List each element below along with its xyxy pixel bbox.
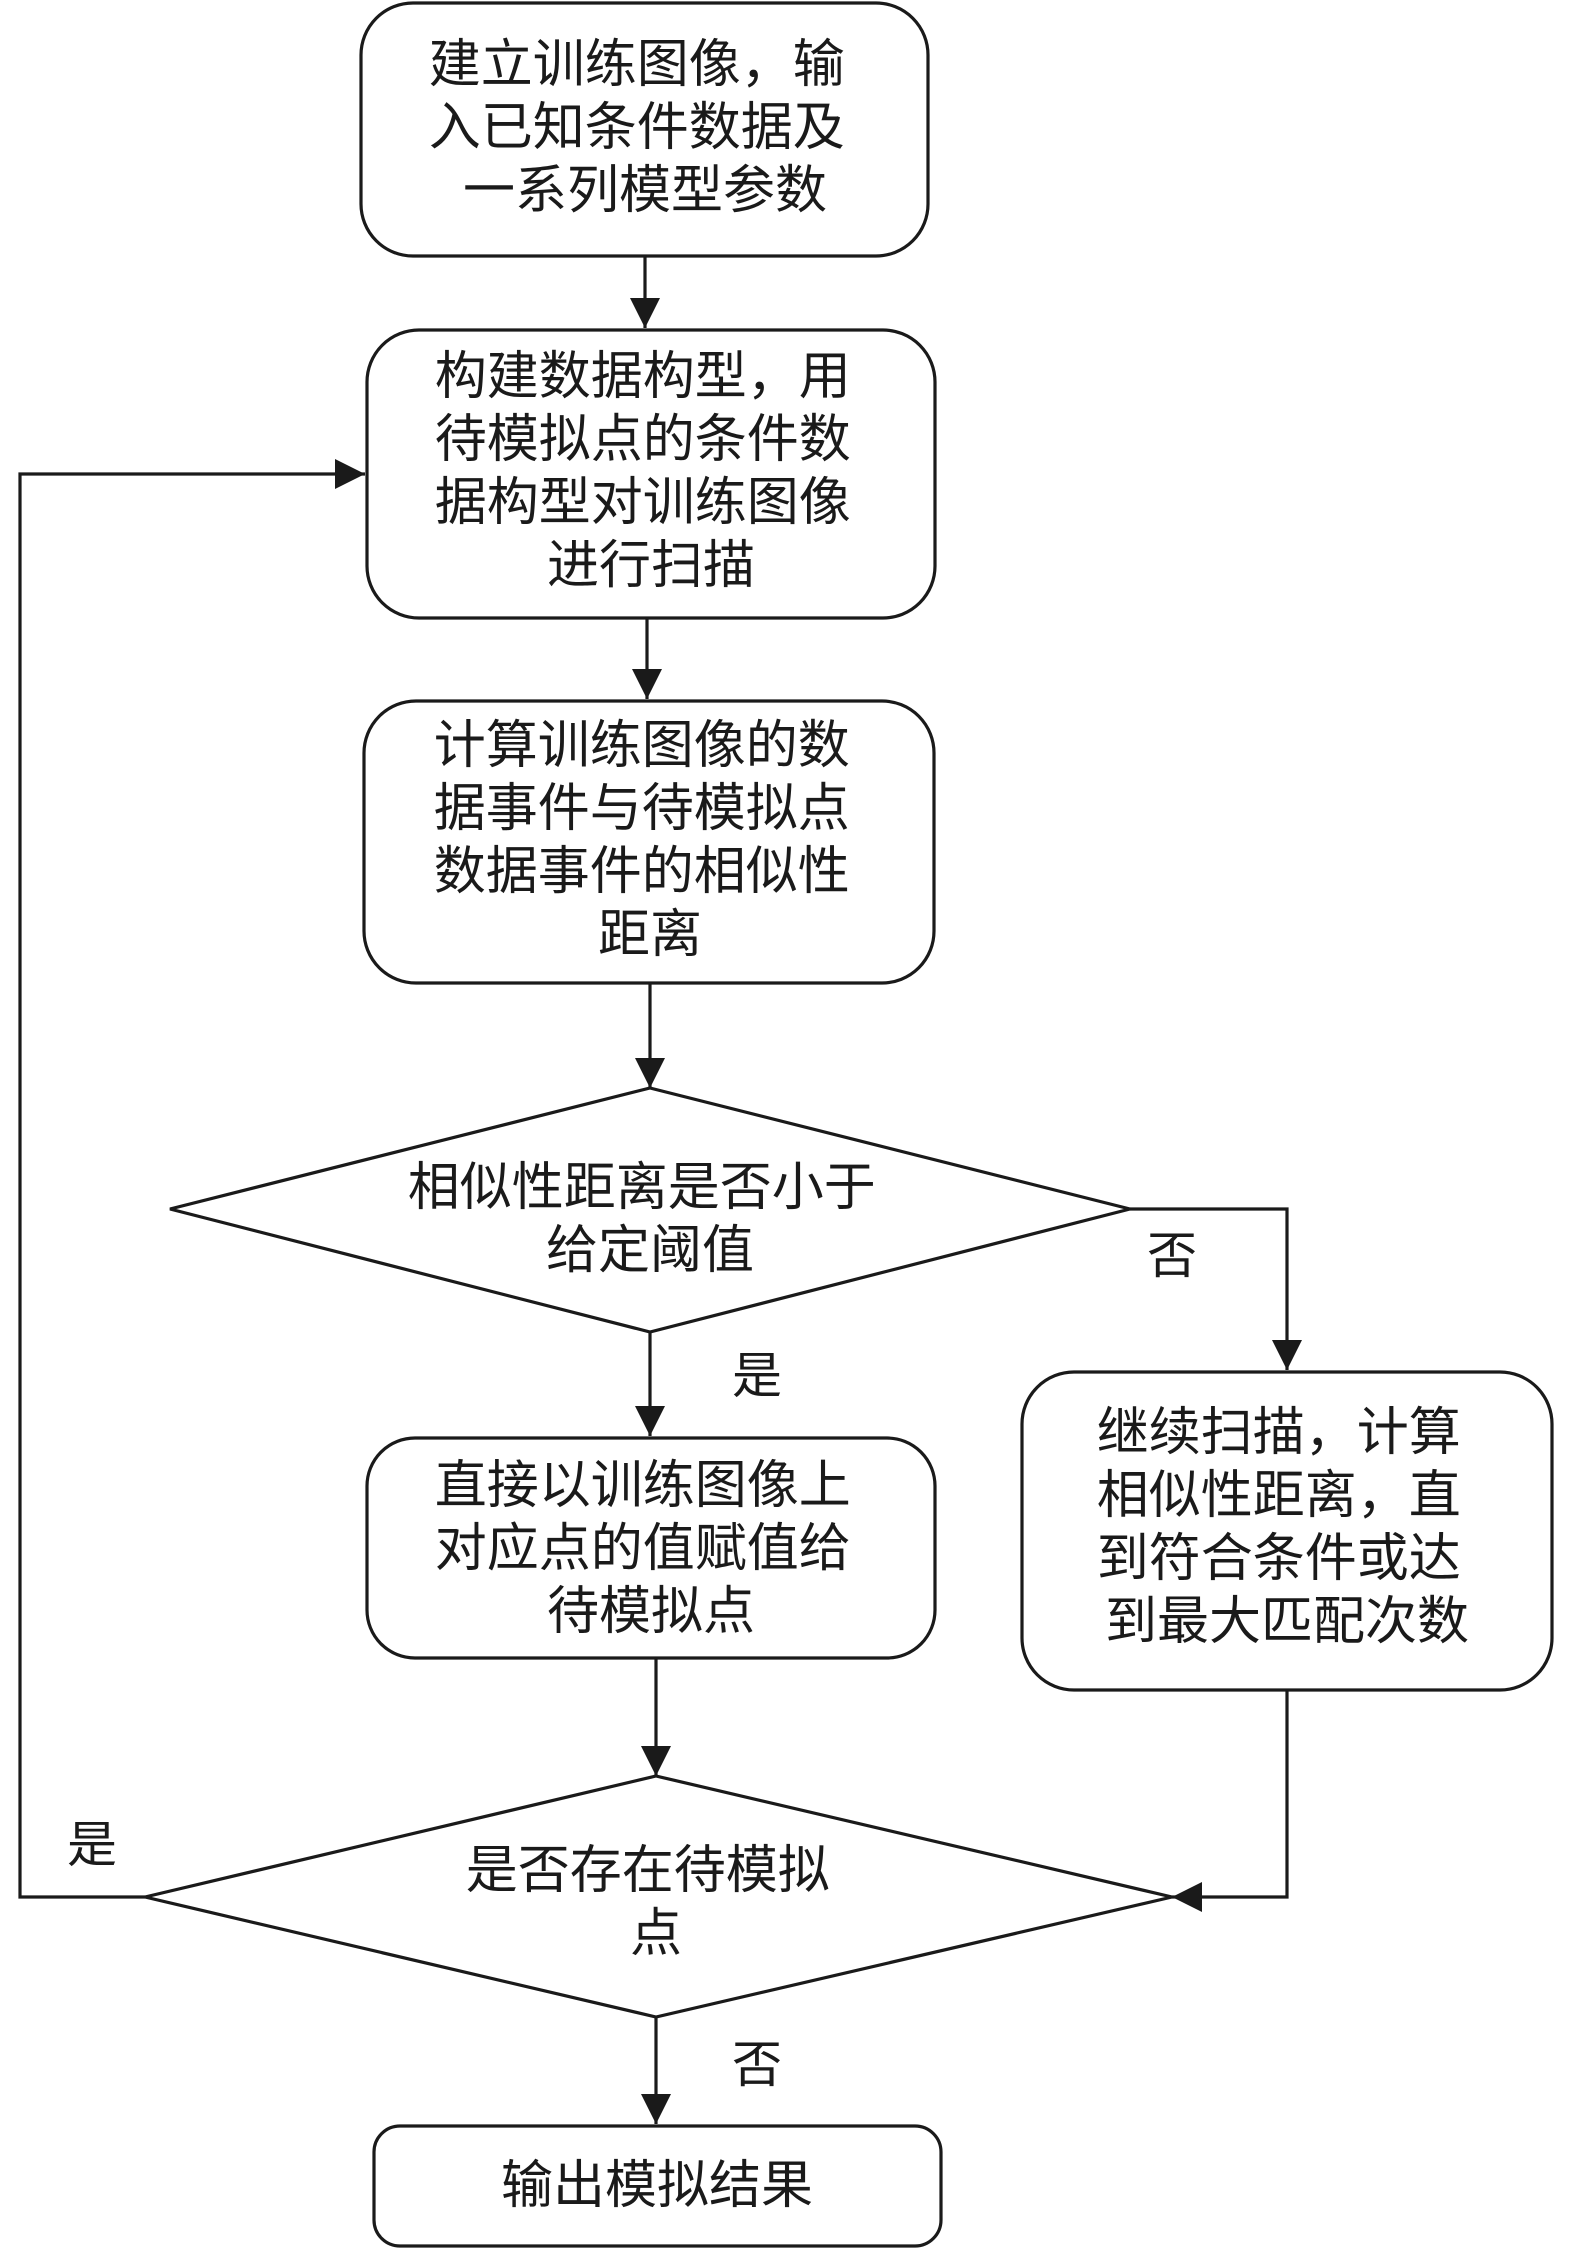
node-continue-scan-text: 继续扫描，计算 相似性距离，直 到符合条件或达 到最大匹配次数 [1097,1403,1478,1652]
node-compute-distance: 计算训练图像的数 据事件与待模拟点 数据事件的相似性 距离 [362,699,936,985]
node-start: 建立训练图像，输 入已知条件数据及 一系列模型参数 [359,1,930,258]
edge-remaining-yes-loop [18,459,365,1899]
label-remaining-no: 否 [732,2036,782,2094]
edge-continue-to-remaining [1172,1690,1289,1912]
node-output-text: 输出模拟结果 [501,2156,813,2216]
node-decision-remaining-text: 是否存在待模拟 点 [466,1841,847,1964]
label-threshold-yes: 是 [732,1347,782,1405]
node-assign-value: 直接以训练图像上 对应点的值赋值给 待模拟点 [365,1436,937,1660]
node-assign-value-text: 直接以训练图像上 对应点的值赋值给 待模拟点 [435,1456,868,1642]
node-continue-scan: 继续扫描，计算 相似性距离，直 到符合条件或达 到最大匹配次数 [1020,1370,1554,1692]
label-threshold-no: 否 [1147,1227,1197,1285]
node-build-template: 构建数据构型，用 待模拟点的条件数 据构型对训练图像 进行扫描 [365,328,937,620]
node-build-template-text: 构建数据构型，用 待模拟点的条件数 据构型对训练图像 进行扫描 [435,347,868,596]
node-decision-threshold-text: 相似性距离是否小于 给定阈值 [408,1158,893,1281]
label-remaining-yes: 是 [67,1816,117,1874]
node-start-text: 建立训练图像，输 入已知条件数据及 一系列模型参数 [429,35,862,221]
node-decision-remaining: 是否存在待模拟 点 [144,1774,1173,2019]
edge-threshold-no-to-continue [1130,1207,1302,1370]
node-compute-distance-text: 计算训练图像的数 据事件与待模拟点 数据事件的相似性 距离 [434,716,867,965]
node-output: 输出模拟结果 [372,2124,943,2248]
node-decision-threshold: 相似性距离是否小于 给定阈值 [169,1086,1131,1334]
